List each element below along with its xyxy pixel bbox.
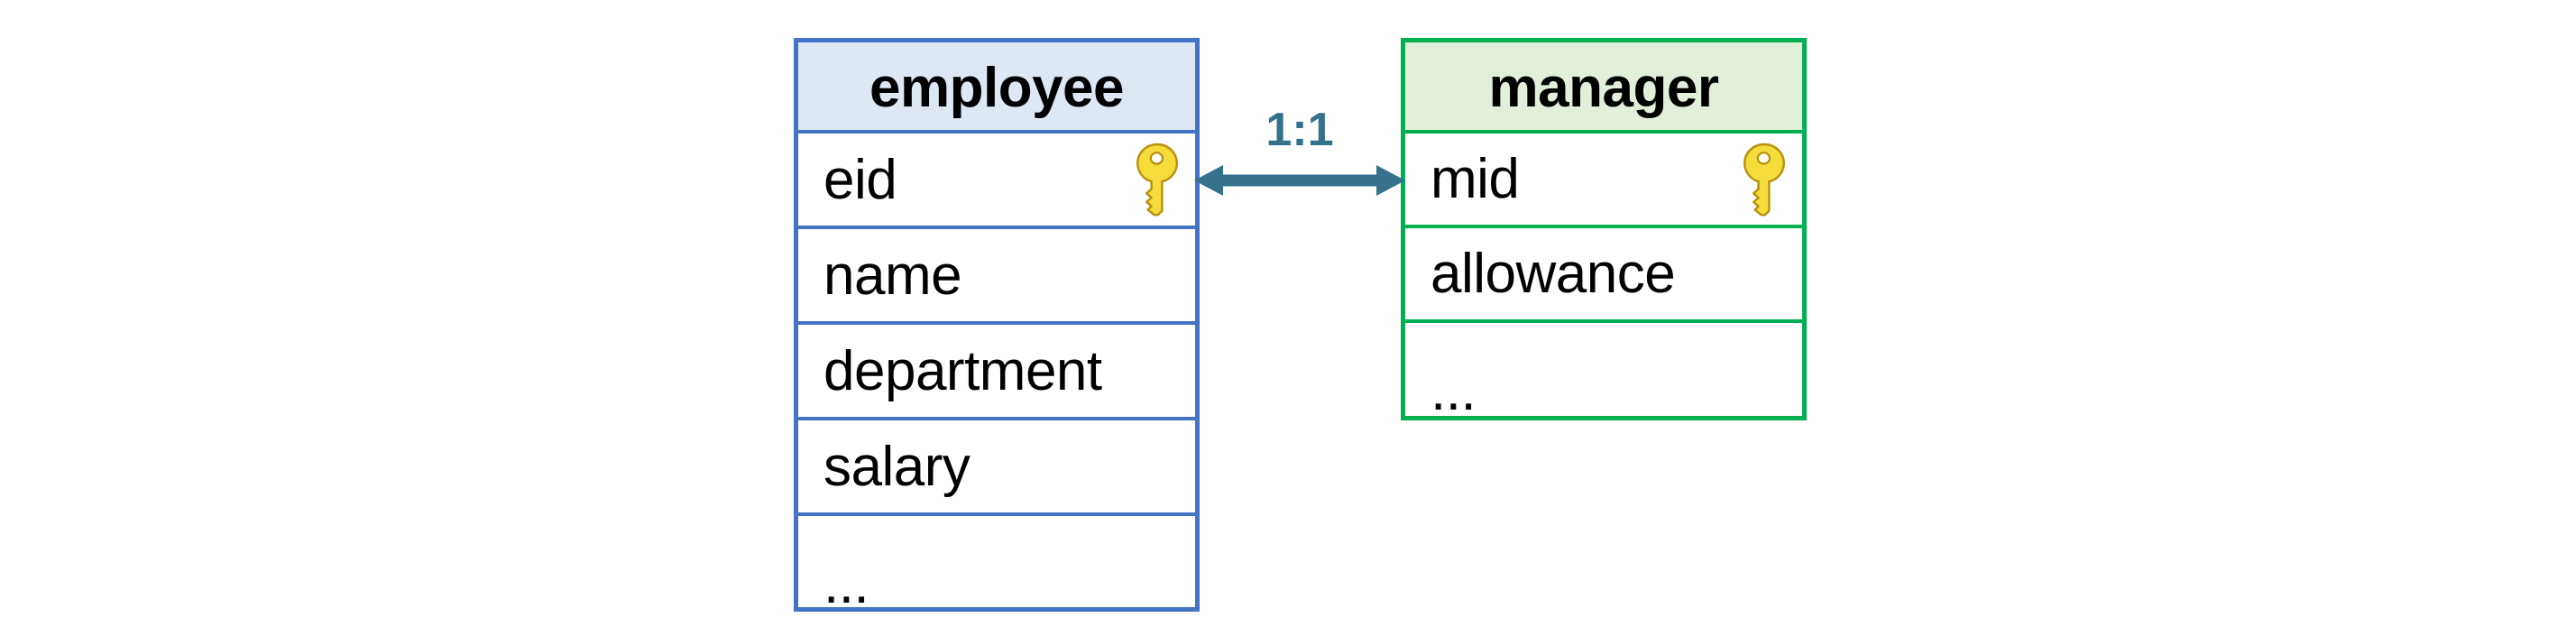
cardinality-label: 1:1: [1265, 104, 1334, 156]
attribute-row-more-employee[interactable]: ...: [798, 516, 1195, 614]
relationship-arrow-double-headed[interactable]: [1192, 155, 1407, 206]
attribute-row-department[interactable]: department: [798, 325, 1195, 420]
attribute-label-eid: eid: [823, 148, 897, 211]
attribute-label-salary: salary: [823, 435, 971, 498]
attribute-label-allowance: allowance: [1431, 243, 1676, 305]
key-icon: [1743, 143, 1785, 216]
attribute-row-mid[interactable]: mid: [1405, 134, 1802, 228]
attribute-row-more-manager[interactable]: ...: [1405, 323, 1802, 421]
attribute-row-salary[interactable]: salary: [798, 420, 1195, 516]
attribute-label-more-manager: ...: [1431, 360, 1477, 423]
arrowhead-left-icon: [1194, 165, 1223, 196]
attribute-label-more-employee: ...: [823, 553, 869, 616]
attribute-label-name: name: [823, 244, 962, 307]
attribute-label-mid: mid: [1431, 148, 1520, 210]
entity-employee-title: employee: [798, 42, 1195, 134]
attribute-row-allowance[interactable]: allowance: [1405, 228, 1802, 323]
arrowhead-right-icon: [1376, 165, 1405, 196]
entity-manager-title: manager: [1405, 42, 1802, 134]
key-icon: [1136, 143, 1178, 217]
attribute-row-eid[interactable]: eid: [798, 134, 1195, 229]
attribute-label-department: department: [823, 339, 1102, 402]
entity-manager[interactable]: manager mid allowance ...: [1401, 38, 1807, 420]
entity-employee[interactable]: employee eid name department salary ...: [794, 38, 1200, 614]
attribute-row-name[interactable]: name: [798, 229, 1195, 325]
